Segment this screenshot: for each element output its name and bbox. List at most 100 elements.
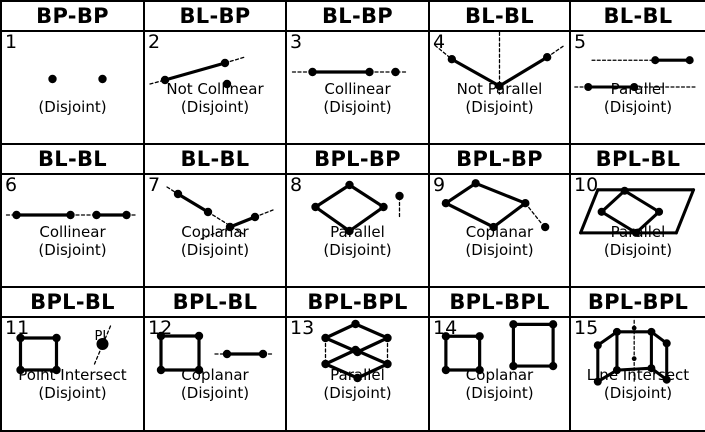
dashed-extension bbox=[207, 211, 246, 236]
geometry-figure bbox=[311, 180, 404, 236]
cell-header: BPL-BPL bbox=[287, 288, 428, 318]
plane-corner-point bbox=[321, 359, 330, 369]
disjoint-label: (Disjoint) bbox=[465, 98, 534, 116]
cell-number: 13 bbox=[290, 317, 315, 339]
plane-corner-point bbox=[383, 359, 392, 369]
line-segment bbox=[450, 57, 502, 88]
plane bbox=[159, 334, 201, 372]
endpoint bbox=[12, 210, 21, 220]
cell-header: BL-BL bbox=[430, 2, 569, 32]
cell-header: BL-BP bbox=[287, 2, 428, 32]
endpoint bbox=[250, 212, 260, 222]
geometry-figure bbox=[441, 320, 558, 375]
relation-label: Coplanar bbox=[465, 223, 534, 241]
plane-corner-point bbox=[379, 202, 388, 212]
line-segment bbox=[579, 188, 600, 235]
plane-corner-point bbox=[194, 365, 204, 375]
cell-number: 5 bbox=[574, 31, 587, 53]
endpoint bbox=[258, 349, 268, 359]
line-segment bbox=[497, 55, 549, 88]
endpoint bbox=[495, 81, 504, 91]
plane bbox=[511, 322, 555, 368]
line-segment bbox=[163, 61, 227, 82]
relation-label: Coplanar bbox=[181, 223, 249, 241]
point bbox=[391, 67, 400, 77]
intersection-point bbox=[631, 325, 637, 331]
plane-corner-point bbox=[345, 226, 354, 236]
plane-corner-point bbox=[353, 373, 362, 383]
cell-number: 14 bbox=[433, 317, 458, 339]
plane-corner-point bbox=[548, 320, 558, 329]
cell-number: 11 bbox=[5, 317, 30, 339]
disjoint-label: (Disjoint) bbox=[323, 241, 392, 259]
plane-corner-point bbox=[662, 339, 671, 348]
geometry-figure bbox=[5, 210, 138, 220]
plane-corner-point bbox=[351, 319, 360, 329]
disjoint-label: (Disjoint) bbox=[38, 241, 107, 259]
endpoint bbox=[365, 67, 374, 77]
endpoint bbox=[542, 53, 552, 62]
plane-corner-point bbox=[471, 179, 480, 188]
plane-corner-point bbox=[156, 365, 166, 375]
endpoint bbox=[630, 82, 639, 92]
dashed-extension bbox=[200, 226, 231, 240]
point bbox=[395, 191, 404, 201]
cell-header: BL-BL bbox=[2, 145, 143, 175]
plane bbox=[444, 334, 482, 372]
intersection-point bbox=[631, 356, 637, 362]
disjoint-label: (Disjoint) bbox=[603, 241, 673, 259]
geometry-figure bbox=[166, 186, 274, 240]
geometry-figure bbox=[156, 331, 274, 375]
relation-label: Collinear bbox=[39, 223, 106, 241]
plane-corner-point bbox=[509, 320, 518, 329]
intersection-point bbox=[96, 338, 109, 350]
disjoint-label: (Disjoint) bbox=[465, 241, 534, 259]
point bbox=[98, 74, 107, 84]
plane-corner-point bbox=[351, 345, 360, 355]
plane-corner-point bbox=[489, 222, 498, 232]
plane bbox=[444, 181, 527, 229]
endpoint bbox=[203, 207, 213, 217]
endpoint bbox=[160, 75, 170, 85]
plane-corner-point bbox=[156, 331, 166, 341]
plane-corner-point bbox=[655, 207, 664, 216]
plane-corner-point bbox=[52, 333, 61, 343]
geometry-figure bbox=[291, 67, 409, 77]
disjoint-label: (Disjoint) bbox=[603, 384, 673, 402]
plane-corner-point bbox=[52, 365, 61, 375]
dashed-extension bbox=[93, 325, 112, 365]
plane-corner-point bbox=[441, 332, 451, 341]
plane-corner-point bbox=[16, 365, 25, 375]
relation-label: Parallel bbox=[610, 223, 666, 241]
geometry-figure bbox=[149, 56, 246, 89]
plane-corner-point bbox=[593, 341, 602, 350]
cell-header: BPL-BP bbox=[430, 145, 569, 175]
endpoint bbox=[584, 82, 593, 92]
endpoint bbox=[651, 56, 660, 65]
point bbox=[48, 74, 57, 84]
endpoint bbox=[308, 67, 317, 77]
cell-header: BPL-BL bbox=[571, 145, 705, 175]
endpoint bbox=[66, 210, 75, 220]
relation-label: Coplanar bbox=[181, 366, 249, 384]
plane-corner-point bbox=[311, 202, 320, 212]
line-segment bbox=[674, 188, 696, 235]
cell-header: BPL-BL bbox=[145, 288, 285, 318]
dashed-extension bbox=[524, 202, 542, 224]
endpoint bbox=[220, 58, 230, 68]
relation-label: Coplanar bbox=[465, 366, 534, 384]
cell-header: BL-BL bbox=[145, 145, 285, 175]
relation-label: Not Parallel bbox=[456, 80, 543, 98]
annotation-label: PI bbox=[95, 329, 107, 344]
plane-corner-point bbox=[345, 180, 354, 190]
relation-label: Collinear bbox=[324, 80, 391, 98]
